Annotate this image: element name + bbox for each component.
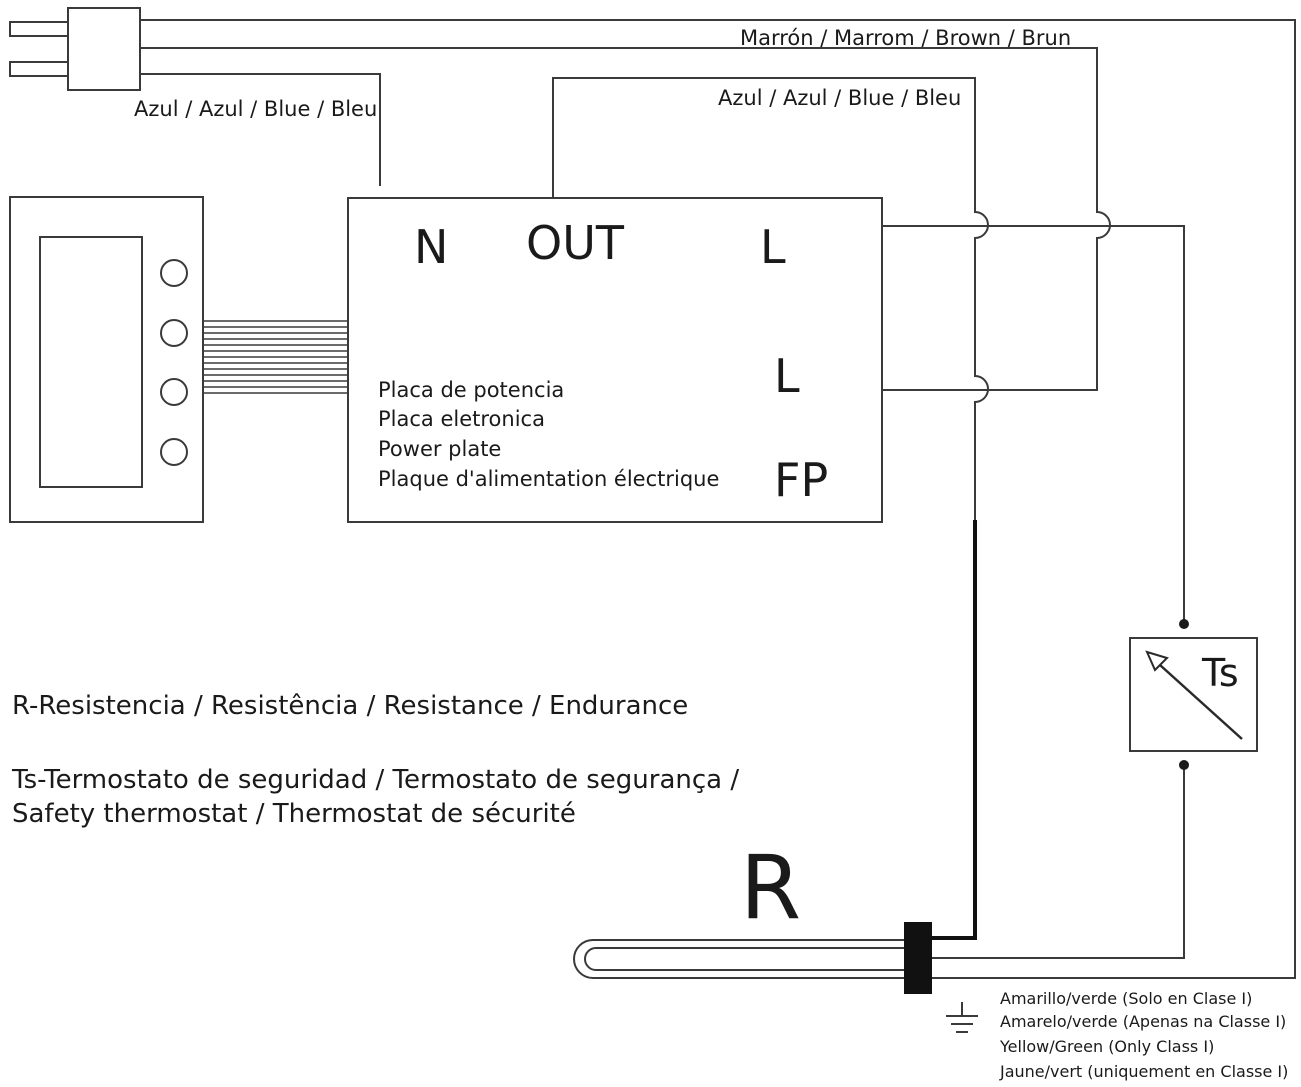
- thermostat-symbol: Ts: [1201, 651, 1239, 695]
- terminal-n: N: [414, 220, 448, 274]
- thermostat-return-wire: [932, 765, 1185, 959]
- ground-label-line: Jaune/vert (uniquement en Classe I): [999, 1062, 1288, 1081]
- ground-label-line: Amarelo/verde (Apenas na Classe I): [1000, 1012, 1286, 1031]
- heating-resistor: R: [573, 836, 932, 994]
- panel-button-4: [160, 438, 188, 466]
- ground-icon: [946, 1002, 978, 1033]
- terminal-out: OUT: [526, 216, 625, 270]
- panel-button-1: [160, 259, 188, 287]
- legend-resistance: R-Resistencia / Resistência / Resistance…: [12, 691, 688, 721]
- blue-plug-wire-label: Azul / Azul / Blue / Bleu: [134, 97, 377, 121]
- ribbon-cable: [203, 320, 348, 394]
- control-panel: [9, 196, 204, 523]
- ground-wire: [140, 19, 1296, 979]
- power-board: N OUT L L FP Placa de potencia Placa ele…: [347, 197, 883, 523]
- panel-button-3: [160, 378, 188, 406]
- plug-prong-bottom: [9, 61, 69, 77]
- legend-thermostat-line1: Ts-Termostato de seguridad / Termostato …: [11, 765, 739, 795]
- thermostat-node-top: [1179, 619, 1189, 629]
- legend-thermostat-line2: Safety thermostat / Thermostat de sécuri…: [12, 799, 576, 829]
- board-label-line: Power plate: [378, 437, 501, 461]
- thermostat-arrow-head: [1145, 650, 1169, 672]
- blue-wire-plug: [140, 73, 381, 186]
- terminal-l-top: L: [760, 220, 786, 274]
- thermostat-feed-wire: [882, 225, 1185, 624]
- board-label-line: Plaque d'alimentation électrique: [378, 467, 719, 491]
- ground-label-line: Yellow/Green (Only Class I): [999, 1037, 1214, 1056]
- ground-label-line: Amarillo/verde (Solo en Clase I): [1000, 989, 1252, 1008]
- board-label-line: Placa eletronica: [378, 407, 545, 431]
- brown-wire-label: Marrón / Marrom / Brown / Brun: [740, 26, 1071, 50]
- power-plug: [9, 7, 141, 91]
- resistor-terminal-block: [904, 922, 932, 994]
- board-label-line: Placa de potencia: [378, 378, 564, 402]
- terminal-fp: FP: [774, 453, 828, 507]
- resistor-symbol: R: [740, 836, 801, 939]
- thermostat-node-bottom: [1179, 760, 1189, 770]
- thermostat-arrow: [1149, 655, 1243, 740]
- plug-prong-top: [9, 21, 69, 37]
- panel-button-2: [160, 319, 188, 347]
- blue-wire-out: [552, 77, 989, 520]
- blue-out-wire-label: Azul / Azul / Blue / Bleu: [718, 86, 961, 110]
- terminal-l-bottom: L: [774, 349, 800, 403]
- safety-thermostat: Ts: [1129, 637, 1258, 752]
- resistor-feed-wire: [932, 520, 977, 940]
- display-screen: [39, 236, 143, 488]
